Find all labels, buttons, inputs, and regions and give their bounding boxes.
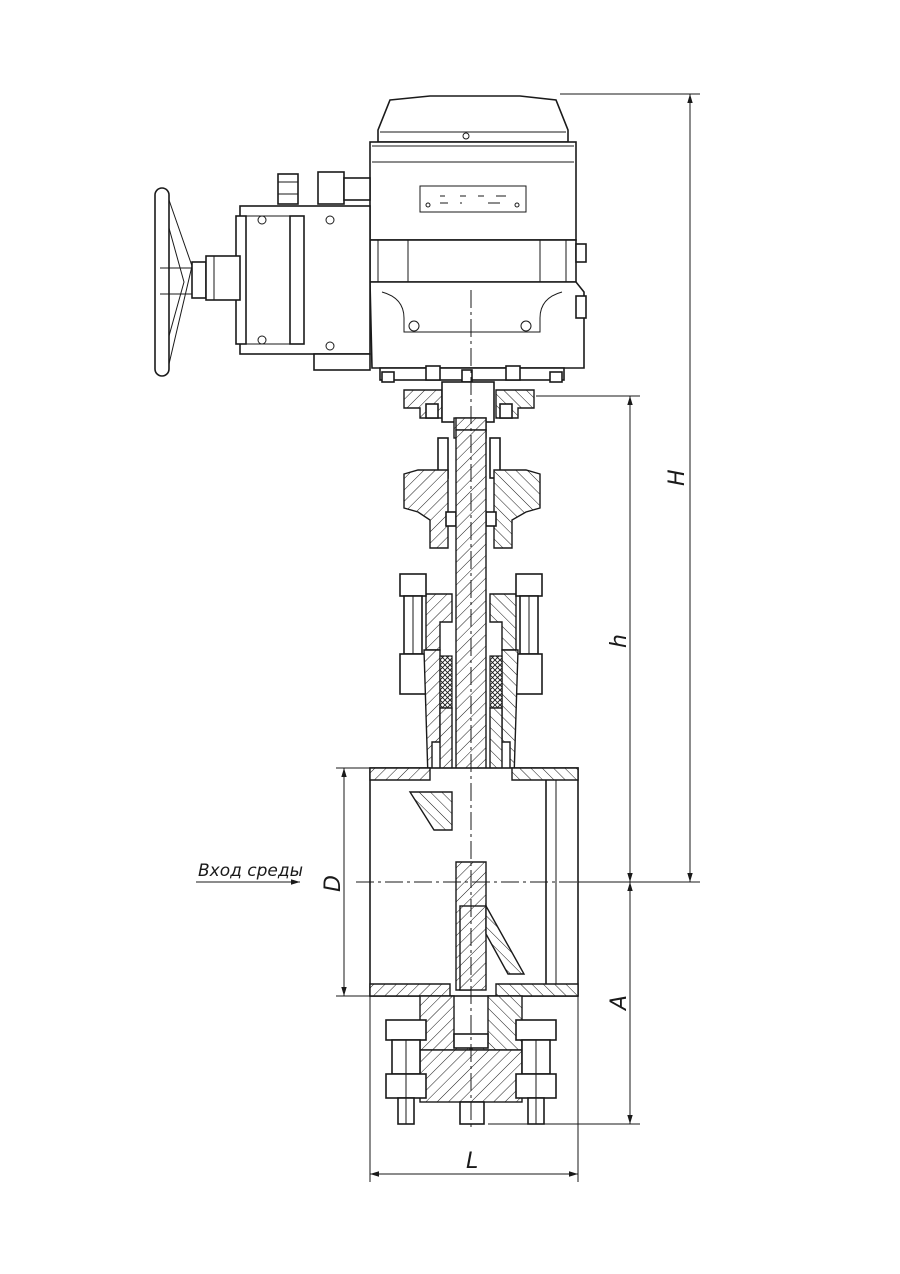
dimension-L: L [369, 996, 579, 1182]
nameplate [419, 185, 527, 213]
dim-label-L: L [466, 1149, 478, 1174]
coupling-yoke [403, 381, 541, 549]
inlet-indicator: Вход среды [196, 861, 303, 885]
dim-label-D: D [321, 875, 346, 892]
centerlines [356, 290, 596, 1130]
electric-actuator [369, 95, 587, 383]
dimension-H: H [560, 93, 700, 883]
dim-label-H: H [665, 469, 690, 486]
handwheel [154, 187, 241, 377]
dimension-A: A [488, 882, 640, 1125]
valve-body [369, 767, 579, 1125]
dimension-D: D [321, 767, 372, 997]
dim-label-A: A [607, 995, 632, 1012]
side-gearbox [235, 171, 371, 371]
dimension-h: h [536, 395, 640, 882]
dim-label-h: h [607, 634, 632, 648]
bonnet [399, 573, 543, 779]
inlet-label: Вход среды [198, 861, 303, 881]
